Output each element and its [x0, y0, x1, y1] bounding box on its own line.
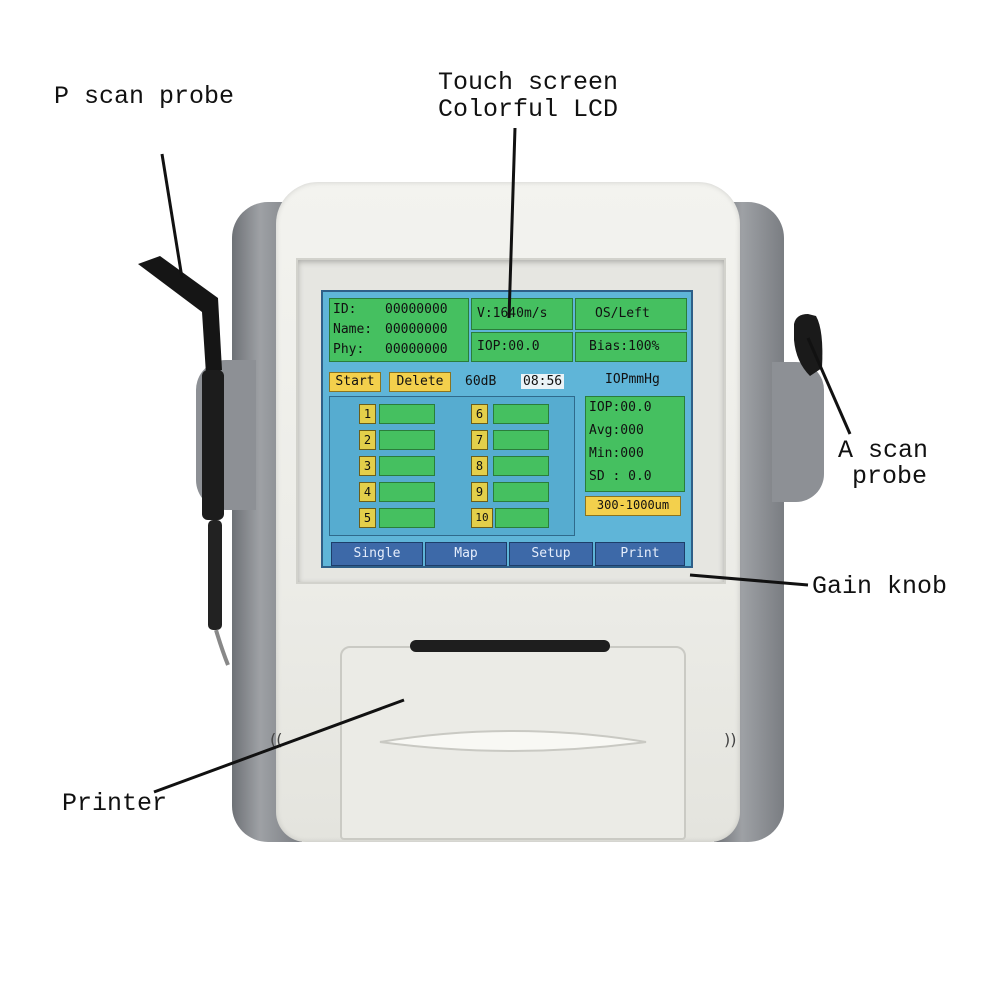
slot-number: 1: [359, 404, 376, 424]
clock: 08:56: [521, 374, 565, 389]
a-scan-label-2: probe: [852, 462, 928, 491]
stat-sd: SD : 0.0: [589, 469, 652, 484]
slot-field[interactable]: [379, 456, 435, 476]
units-label: IOPmmHg: [605, 372, 660, 387]
touch-screen[interactable]: ID: 00000000 Name: 00000000 Phy: 0000000…: [321, 290, 693, 568]
iop-field: [471, 332, 573, 362]
slot-field[interactable]: [379, 482, 435, 502]
gain-value: 60dB: [465, 374, 497, 389]
slot-number: 3: [359, 456, 376, 476]
bias-field[interactable]: [575, 332, 687, 362]
stats-panel: [585, 396, 685, 492]
bias-value: Bias:100%: [589, 339, 660, 354]
eye-value: OS/Left: [595, 306, 650, 321]
paper-slot: [410, 640, 610, 652]
name-value: 00000000: [385, 322, 448, 337]
phy-value: 00000000: [385, 342, 448, 357]
slot-field[interactable]: [493, 404, 549, 424]
slot-field[interactable]: [493, 482, 549, 502]
slot-field[interactable]: [493, 430, 549, 450]
printer-label: Printer: [62, 789, 168, 818]
tab-single[interactable]: Single: [331, 542, 423, 566]
p-scan-probe-label: P scan probe: [54, 82, 235, 111]
id-label: ID:: [333, 302, 357, 317]
slot-number: 6: [471, 404, 488, 424]
range-button[interactable]: 300-1000um: [585, 496, 681, 516]
printer-lid-curve: [379, 730, 647, 752]
slot-number: 7: [471, 430, 488, 450]
patient-info-panel: [329, 298, 469, 362]
stat-avg: Avg:000: [589, 423, 644, 438]
iop-value: IOP:00.0: [477, 339, 540, 354]
stat-min: Min:000: [589, 446, 644, 461]
start-button[interactable]: Start: [329, 372, 381, 392]
slot-field[interactable]: [493, 456, 549, 476]
p-scan-probe-icon: [138, 256, 230, 666]
a-scan-label-1: A scan: [838, 436, 929, 465]
tab-setup[interactable]: Setup: [509, 542, 593, 566]
touch-screen-label-1: Touch screen: [438, 68, 619, 97]
slot-number: 8: [471, 456, 488, 476]
slot-number: 2: [359, 430, 376, 450]
tab-print[interactable]: Print: [595, 542, 685, 566]
slot-number: 10: [471, 508, 493, 528]
velocity-field[interactable]: [471, 298, 573, 330]
speaker-vent-right-icon: )): [724, 730, 737, 749]
delete-button[interactable]: Delete: [389, 372, 451, 392]
slot-field[interactable]: [379, 430, 435, 450]
name-label: Name:: [333, 322, 373, 337]
stat-iop: IOP:00.0: [589, 400, 652, 415]
speaker-vent-left-icon: ((: [270, 730, 283, 749]
phy-label: Phy:: [333, 342, 365, 357]
slot-number: 9: [471, 482, 488, 502]
a-scan-probe-icon: [794, 314, 823, 376]
slot-field[interactable]: [379, 404, 435, 424]
slot-field[interactable]: [379, 508, 435, 528]
slot-number: 5: [359, 508, 376, 528]
tab-map[interactable]: Map: [425, 542, 507, 566]
slot-field[interactable]: [495, 508, 549, 528]
slot-number: 4: [359, 482, 376, 502]
touch-screen-label-2: Colorful LCD: [438, 95, 619, 124]
velocity-value: V:1640m/s: [477, 306, 548, 321]
gain-knob-label: Gain knob: [812, 572, 948, 601]
eye-field[interactable]: [575, 298, 687, 330]
id-value: 00000000: [385, 302, 448, 317]
